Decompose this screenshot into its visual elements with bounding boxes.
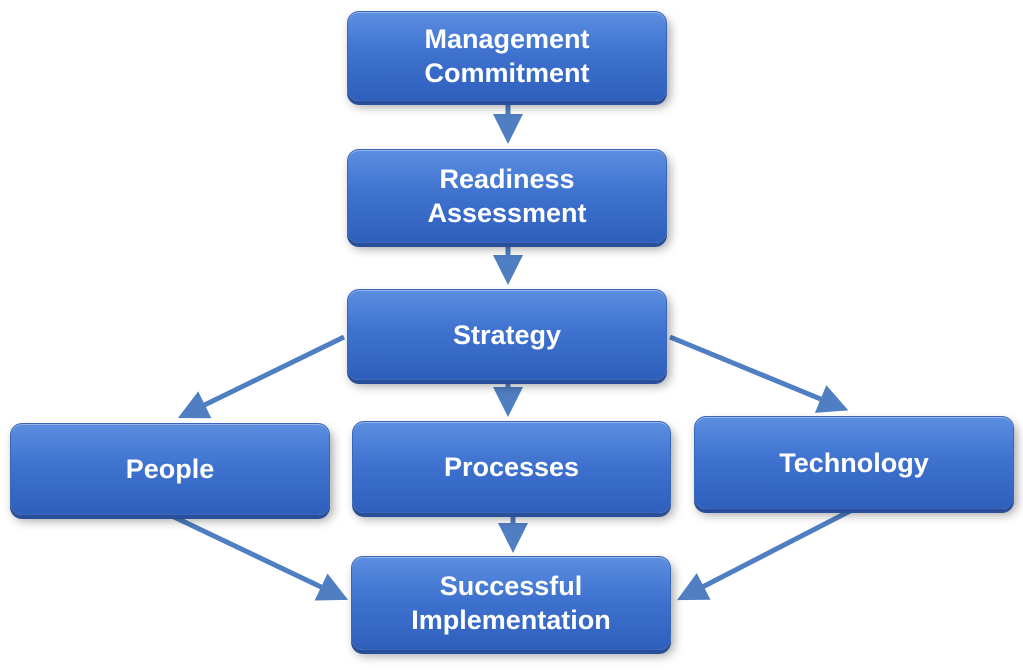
strategy-label: Strategy <box>452 319 562 350</box>
management-commitment-box: Management Commitment <box>347 11 667 101</box>
successful-implementation-box: Successful Implementation <box>351 556 671 650</box>
people-box: People <box>10 423 330 515</box>
readiness-assessment-box: Readiness Assessment <box>347 149 667 243</box>
strategy-box: Strategy <box>347 289 667 380</box>
technology-label: Technology <box>779 447 929 478</box>
arrow-strategy-to-technology <box>669 334 849 413</box>
arrow-people-to-successful <box>170 513 349 601</box>
processes-box: Processes <box>352 421 671 513</box>
management-commitment-label: Management Commitment <box>424 24 590 88</box>
arrow-technology-to-successful <box>676 507 854 601</box>
processes-label: Processes <box>443 452 580 482</box>
technology-box: Technology <box>694 416 1014 509</box>
people-label: People <box>125 454 215 484</box>
arrow-strategy-to-people <box>177 334 346 419</box>
successful-implementation-label: Successful Implementation <box>411 571 611 635</box>
readiness-assessment-label: Readiness Assessment <box>427 164 587 228</box>
